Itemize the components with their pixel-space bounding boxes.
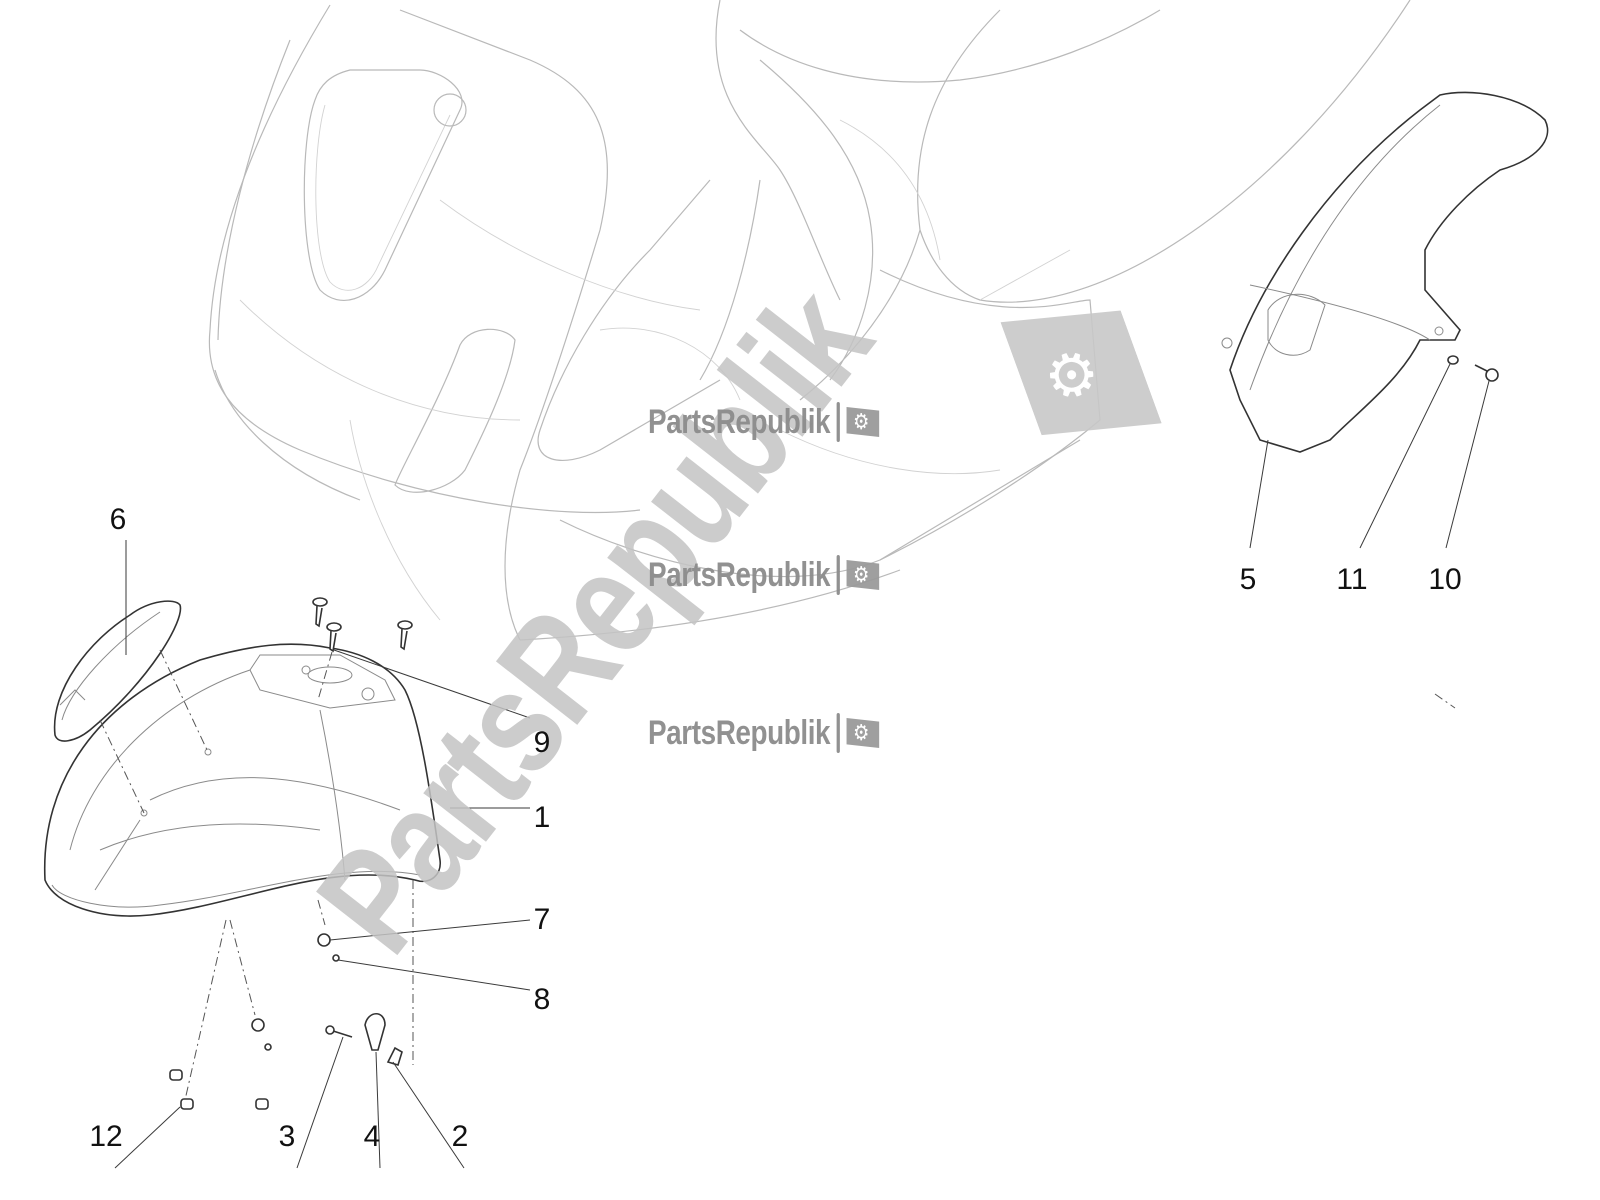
watermark-text: PartsRepublik <box>648 555 831 594</box>
callout-7[interactable]: 7 <box>533 903 551 936</box>
flagpole-icon <box>836 713 840 753</box>
part-12-nut <box>169 1069 183 1081</box>
callout-9[interactable]: 9 <box>533 726 551 759</box>
watermark-text: PartsRepublik <box>648 713 831 752</box>
watermark-small-1: PartsRepublik ⚙ <box>648 402 880 442</box>
callout-1[interactable]: 1 <box>533 801 551 834</box>
flagpole-icon <box>836 402 840 442</box>
part-1-front-mudguard <box>43 643 441 917</box>
screw-icon <box>397 620 413 651</box>
screw-icon <box>326 622 342 653</box>
leader-lines <box>114 363 1490 1169</box>
screw-icon <box>312 597 328 628</box>
callout-12[interactable]: 12 <box>89 1120 123 1153</box>
callout-11[interactable]: 11 <box>1336 563 1368 596</box>
gear-icon: ⚙ <box>853 720 869 745</box>
part-2-clip <box>386 1046 403 1066</box>
watermark-small-3: PartsRepublik ⚙ <box>648 713 880 753</box>
callout-5[interactable]: 5 <box>1239 563 1257 596</box>
small-hardware <box>169 933 403 1110</box>
gear-icon: ⚙ <box>853 409 869 434</box>
callout-8[interactable]: 8 <box>533 983 551 1016</box>
gear-flag-icon: ⚙ <box>846 560 880 590</box>
gear-icon: ⚙ <box>1035 334 1109 417</box>
part-7-grommet <box>317 933 331 947</box>
assembly-lines <box>99 649 1456 1101</box>
gear-flag-icon: ⚙ <box>846 718 880 748</box>
gear-flag-icon: ⚙ <box>846 407 880 437</box>
callout-10[interactable]: 10 <box>1428 563 1462 596</box>
part-4-cable-clamp <box>364 1012 386 1051</box>
gear-icon: ⚙ <box>853 562 869 587</box>
callout-6[interactable]: 6 <box>109 503 127 536</box>
part-11-washer <box>1447 355 1459 365</box>
callout-4[interactable]: 4 <box>363 1120 381 1153</box>
scooter-body-ghost <box>208 0 1411 641</box>
part-8-screw <box>332 954 340 962</box>
flagpole-icon <box>836 555 840 595</box>
part-9-screws <box>312 597 413 653</box>
part-6-crest-trim <box>53 600 182 742</box>
callout-3[interactable]: 3 <box>278 1120 296 1153</box>
watermark-text: PartsRepublik <box>648 402 831 441</box>
watermark-small-2: PartsRepublik ⚙ <box>648 555 880 595</box>
callout-2[interactable]: 2 <box>451 1120 469 1153</box>
part-5-rear-splash-guard <box>1221 91 1549 453</box>
